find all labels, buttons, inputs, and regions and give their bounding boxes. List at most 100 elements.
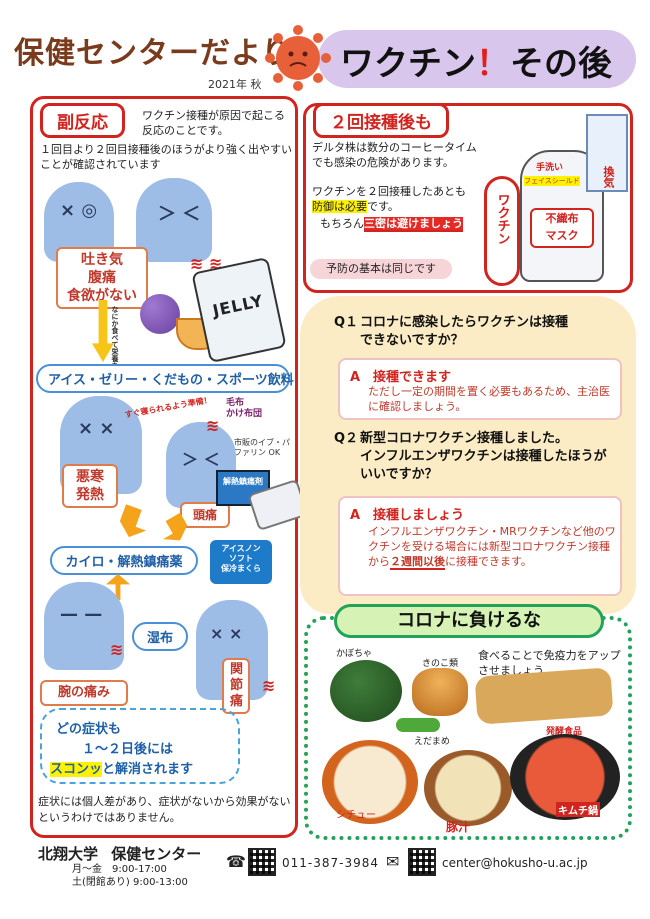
warm-medicine-pill: カイロ・解熱鎮痛薬	[50, 546, 198, 575]
title-main: ワクチン	[340, 44, 476, 84]
recovery-callout: どの症状も １～２日後には スコンッと解消されます	[40, 708, 240, 784]
after-two-doses-tag: ２回接種後も	[313, 103, 449, 138]
email-address[interactable]: center@hokusho-u.ac.jp	[442, 856, 588, 870]
avoid-3c-note: もちろん三密は避けましょう	[320, 216, 463, 232]
a1-title: A 接種できます	[350, 370, 452, 385]
a2-body-highlight: ２週間以後	[390, 555, 445, 570]
page-title: ワクチン！その後	[340, 36, 612, 85]
title-exclamation: ！	[476, 44, 510, 84]
vaccine-shield-icon: ワクチン	[484, 176, 520, 286]
nausea-line-1: 吐き気	[81, 252, 123, 268]
a2-body-2: に接種できます。	[445, 555, 532, 568]
side-effects-footnote: 症状には個人差があり、症状がないから効果がないというわけではありません。	[38, 795, 291, 824]
a2-body: インフルエンザワクチン・MRワクチンなど他のワクチンを受ける場合には新型コロナワ…	[368, 524, 618, 570]
arm-pain-box: 腕の痛み	[40, 680, 128, 706]
stew-icon	[322, 740, 418, 824]
food-pill: アイス・ゼリー・くだもの・スポーツ飲料	[36, 364, 294, 393]
pained-face-icon: × ×	[78, 418, 115, 439]
q1-number: Q１	[334, 315, 359, 330]
joint-pain-2: 節	[230, 678, 244, 693]
medicine-box-label: 解熱鎮痛剤	[223, 477, 263, 486]
phone-number[interactable]: 011-387-3984	[282, 856, 380, 870]
headache-face-icon: ＞ ＜	[182, 450, 220, 469]
pain-mark-icon: ≋	[262, 676, 276, 695]
q2-line-3: いいですか？	[360, 467, 438, 482]
arrow-label: なにか食べて栄養を	[111, 306, 119, 369]
joint-pain-1: 関	[230, 662, 244, 677]
fermented-food-icon	[474, 667, 614, 725]
avoid-3c-prefix: もちろん	[320, 217, 364, 230]
mail-icon: ✉	[386, 852, 400, 871]
q1-text: コロナに感染したらワクチンは接種 できないですか？	[360, 314, 620, 350]
side-effects-section	[30, 96, 298, 838]
q1-line-2: できないですか？	[360, 333, 464, 348]
q2-text: 新型コロナワクチン接種しました。 インフルエンザワクチンは接種したほうが いいで…	[360, 430, 626, 484]
title-banner	[318, 30, 636, 88]
protection-highlight: 防御は必要	[312, 200, 367, 213]
mushroom-icon	[412, 668, 468, 716]
q2-number: Q２	[334, 431, 359, 446]
recovery-line-2: １～２日後には	[82, 742, 174, 757]
nausea-line-2: 腹痛	[88, 270, 116, 286]
stew-label: シチュー	[336, 810, 376, 821]
mask-line-1: 不織布	[545, 212, 579, 225]
pumpkin-icon	[330, 660, 402, 722]
center-name: 保健センター	[111, 845, 202, 863]
edition-label: 2021年 秋	[208, 78, 262, 91]
a2-body-1: インフルエンザワクチン・MRワクチンなど他のワクチンを受ける場合には新型コロナワ…	[368, 525, 616, 568]
food-title: コロナに負けるな	[334, 604, 604, 638]
face-shield-label: フェイスシールド	[524, 176, 580, 186]
qr-code-phone[interactable]	[248, 848, 276, 876]
a1-body: ただし一定の期間を置く必要もあるため、主治医に確認しましょう。	[368, 385, 610, 413]
ventilation-label: 換気	[602, 166, 615, 188]
after-two-doses-section	[303, 103, 633, 293]
delta-warning: デルタ株は数分のコーヒータイムでも感染の危険があります。	[312, 141, 477, 169]
tonjiru-label: 豚汁	[446, 820, 471, 834]
squint-face-icon: ＞ ＜	[158, 204, 201, 225]
chills-line-2: 発熱	[76, 487, 104, 503]
title-rest: その後	[510, 44, 612, 84]
squeeze-face-icon: × ×	[210, 624, 243, 643]
mask-line-2: マスク	[545, 229, 579, 242]
pumpkin-label: かぼちゃ	[336, 649, 373, 659]
protection-note: ワクチンを２回接種したあとも 防御は必要です。	[312, 184, 482, 214]
pain-mark-icon: ≋	[206, 416, 220, 435]
nausea-line-3: 食欲がない	[67, 288, 137, 304]
fermented-label: 発酵食品	[546, 727, 583, 737]
recovery-line-3: スコンッと解消されます	[50, 758, 193, 777]
chills-line-1: 悪寒	[76, 469, 104, 485]
chills-box: 悪寒 発熱	[62, 464, 118, 508]
recovery-highlight: スコンッ	[50, 762, 103, 777]
mask-box: 不織布 マスク	[530, 208, 594, 248]
organization: 北翔大学 保健センター	[38, 843, 201, 864]
basic-prevention-pill: 予防の基本は同じです	[310, 259, 452, 279]
joint-pain-box: 関 節 痛	[222, 658, 250, 714]
handwash-label: 手洗い	[536, 163, 564, 173]
figure-arm-pain	[44, 582, 124, 670]
qr-code-email[interactable]	[408, 848, 436, 876]
mushroom-label: きのこ類	[422, 659, 459, 669]
dizzy-face-icon: × ◎	[60, 200, 98, 221]
tonjiru-icon	[424, 750, 512, 826]
q2-line-1: 新型コロナワクチン接種しました。	[360, 431, 569, 446]
icepack-label: アイスノン ソフト 保冷まくら	[210, 540, 272, 584]
avoid-3c-highlight: 三密は避けましょう	[364, 217, 463, 232]
newsletter-masthead: 保健センターだより	[14, 36, 293, 71]
side-effects-tag: 副反応	[40, 103, 125, 138]
jelly-label: JELLY	[210, 290, 266, 321]
blanket-label: 毛布 かけ布団	[226, 398, 263, 419]
headache-box: 頭痛	[180, 502, 230, 528]
pain-mark-icon: ≋	[110, 640, 124, 659]
side-effects-note: １回目より２回目接種後のほうがより強く出やすいことが確認されています	[40, 143, 293, 171]
kimchi-pot-label: キムチ鍋	[556, 802, 600, 817]
a2-title: A 接種しましょう	[350, 508, 465, 523]
q1-line-1: コロナに感染したらワクチンは接種	[360, 315, 569, 330]
protection-line-1: ワクチンを２回接種したあとも	[312, 185, 466, 198]
compress-pill: 湿布	[132, 622, 188, 651]
figure-unwell	[136, 178, 212, 262]
recovery-rest: と解消されます	[102, 762, 194, 777]
phone-icon: ☎	[226, 852, 246, 871]
protection-rest: です。	[367, 200, 399, 213]
upset-face-icon: — —	[60, 604, 103, 625]
virus-icon	[265, 25, 331, 91]
